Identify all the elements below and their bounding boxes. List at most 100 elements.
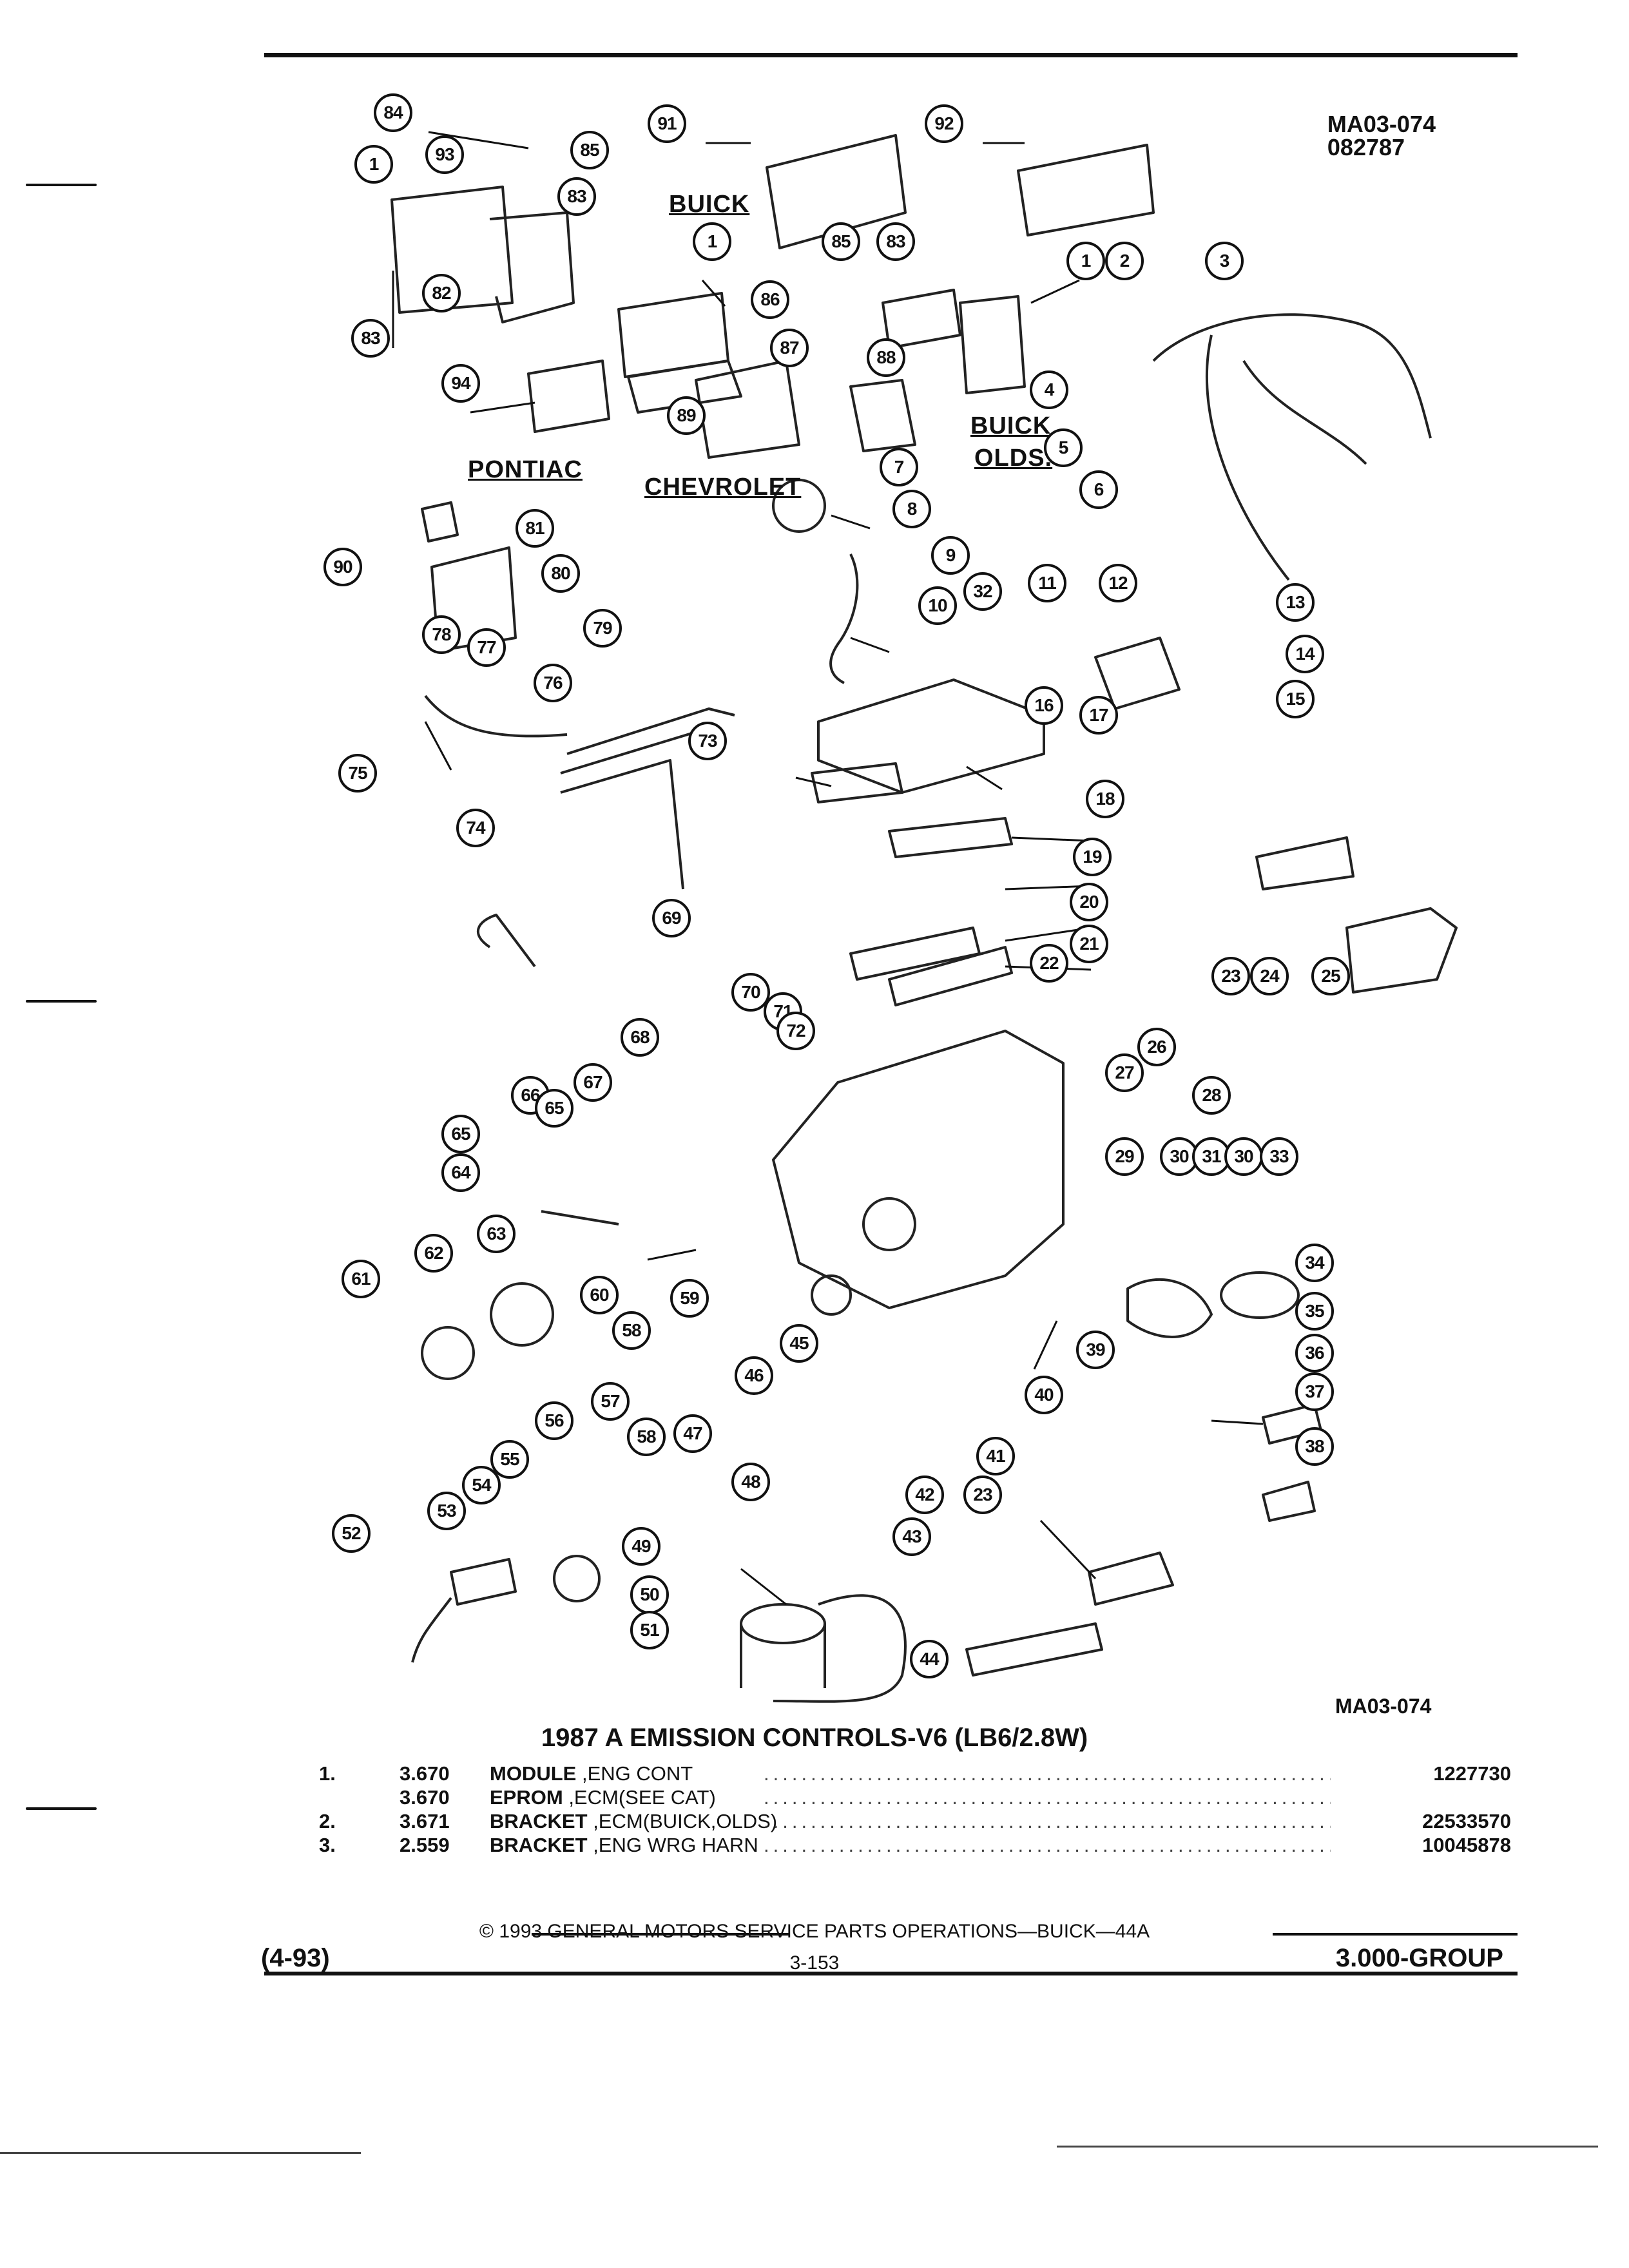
- callout-86: 86: [751, 280, 789, 319]
- callout-52: 52: [332, 1514, 371, 1553]
- callout-7: 7: [880, 448, 918, 486]
- relay-bracket-shape: [965, 1622, 1103, 1677]
- callout-28: 28: [1192, 1076, 1231, 1115]
- callout-85: 85: [570, 131, 609, 169]
- callout-9: 9: [931, 536, 970, 575]
- pulley-shape: [862, 1197, 916, 1251]
- callout-32: 32: [963, 572, 1002, 611]
- hose-shape: [773, 1594, 907, 1703]
- row-name: BRACKET: [490, 1810, 588, 1832]
- footer-rule-right: [1273, 1933, 1518, 1936]
- row-part-number: 22533570: [1422, 1810, 1511, 1832]
- callout-27: 27: [1105, 1053, 1144, 1092]
- row-desc: ,ENG CONT: [581, 1762, 693, 1785]
- row-desc: ,ECM(BUICK,OLDS): [593, 1810, 778, 1832]
- label-buick-olds-2: OLDS.: [974, 445, 1053, 472]
- bottom-scan-line: [1057, 2146, 1598, 2148]
- callout-68: 68: [621, 1018, 659, 1057]
- plenum-shape: [817, 678, 1045, 794]
- callout-92: 92: [925, 104, 963, 143]
- bracket-shape: [1262, 1481, 1316, 1522]
- callout-60: 60: [580, 1276, 619, 1314]
- exploded-view-diagram: [390, 131, 1458, 1703]
- o2-sensor-wire-shape: [476, 914, 536, 968]
- row-desc: ,ENG WRG HARN: [593, 1834, 758, 1856]
- callout-81: 81: [516, 509, 554, 548]
- callout-94: 94: [441, 364, 480, 403]
- callout-85: 85: [822, 222, 860, 261]
- cluster-shape: [1017, 144, 1155, 236]
- callout-33: 33: [1260, 1137, 1298, 1176]
- callout-93: 93: [425, 135, 464, 174]
- callout-77: 77: [467, 628, 506, 667]
- group-label: 3.000-GROUP: [1335, 1944, 1503, 1972]
- callout-46: 46: [735, 1356, 773, 1395]
- table-row: 3. 2.559 BRACKET ,ENG WRG HARN .........…: [319, 1834, 1511, 1857]
- callout-62: 62: [414, 1234, 453, 1273]
- footer-rule-bottom: [264, 1972, 1518, 1975]
- callout-65: 65: [441, 1115, 480, 1153]
- callout-38: 38: [1295, 1427, 1334, 1466]
- callout-12: 12: [1099, 564, 1137, 602]
- bracket-shape: [849, 379, 916, 452]
- figure-date-code: 082787: [1327, 134, 1405, 160]
- callout-80: 80: [541, 554, 580, 593]
- callout-72: 72: [776, 1012, 815, 1050]
- callout-83: 83: [351, 319, 390, 358]
- callout-56: 56: [535, 1401, 574, 1440]
- callout-25: 25: [1311, 957, 1350, 995]
- copyright-line: © 1993 GENERAL MOTORS SERVICE PARTS OPER…: [479, 1921, 1150, 1942]
- callout-37: 37: [1295, 1372, 1334, 1411]
- callout-23: 23: [1211, 957, 1250, 995]
- callout-43: 43: [892, 1517, 931, 1556]
- margin-mark: [26, 1000, 97, 1003]
- callout-14: 14: [1286, 635, 1324, 673]
- throttle-body-shape: [1094, 637, 1181, 710]
- air-cleaner-shape: [1220, 1271, 1300, 1319]
- relay-shape: [421, 501, 459, 543]
- bracket-shape: [1255, 836, 1354, 890]
- hose-shape: [424, 695, 568, 738]
- label-buick-top: BUICK: [669, 191, 750, 218]
- bottom-scan-line: [0, 2152, 361, 2154]
- callout-13: 13: [1276, 583, 1315, 622]
- fuel-rail-shape: [888, 946, 1013, 1006]
- row-part-number: 1227730: [1433, 1762, 1511, 1785]
- callout-91: 91: [648, 104, 686, 143]
- callout-3: 3: [1205, 242, 1244, 280]
- fuel-line-shape: [560, 707, 735, 890]
- callout-63: 63: [477, 1215, 516, 1253]
- callout-8: 8: [892, 490, 931, 528]
- pulley-shape: [811, 1274, 852, 1316]
- air-duct-shape: [1126, 1278, 1213, 1338]
- engine-block-shape: [772, 1030, 1065, 1309]
- callout-54: 54: [462, 1466, 501, 1504]
- callout-30: 30: [1224, 1137, 1263, 1176]
- callout-49: 49: [622, 1527, 660, 1566]
- callout-58: 58: [627, 1418, 666, 1456]
- callout-34: 34: [1295, 1244, 1334, 1282]
- row-number: 1.: [319, 1762, 336, 1785]
- ecm-bracket-shape: [959, 295, 1026, 394]
- egr-pipe-shape: [829, 553, 859, 684]
- callout-61: 61: [342, 1260, 380, 1298]
- callout-44: 44: [910, 1640, 949, 1678]
- canister-shape: [740, 1603, 826, 1644]
- callout-57: 57: [591, 1382, 630, 1421]
- callout-74: 74: [456, 809, 495, 847]
- callout-64: 64: [441, 1153, 480, 1192]
- row-name: MODULE: [490, 1762, 577, 1785]
- callout-24: 24: [1250, 957, 1289, 995]
- leader-dots: ........................................…: [764, 1762, 1331, 1785]
- callout-69: 69: [652, 899, 691, 937]
- callout-88: 88: [867, 338, 905, 377]
- callout-11: 11: [1028, 564, 1066, 602]
- canister-body-shape: [740, 1624, 826, 1688]
- egr-valve-shape: [772, 479, 826, 533]
- callout-79: 79: [583, 609, 622, 648]
- row-number: 2.: [319, 1810, 336, 1832]
- callout-67: 67: [574, 1063, 612, 1102]
- ecm-bracket-shape: [489, 211, 575, 323]
- row-name: BRACKET: [490, 1834, 588, 1856]
- margin-mark: [26, 1807, 97, 1810]
